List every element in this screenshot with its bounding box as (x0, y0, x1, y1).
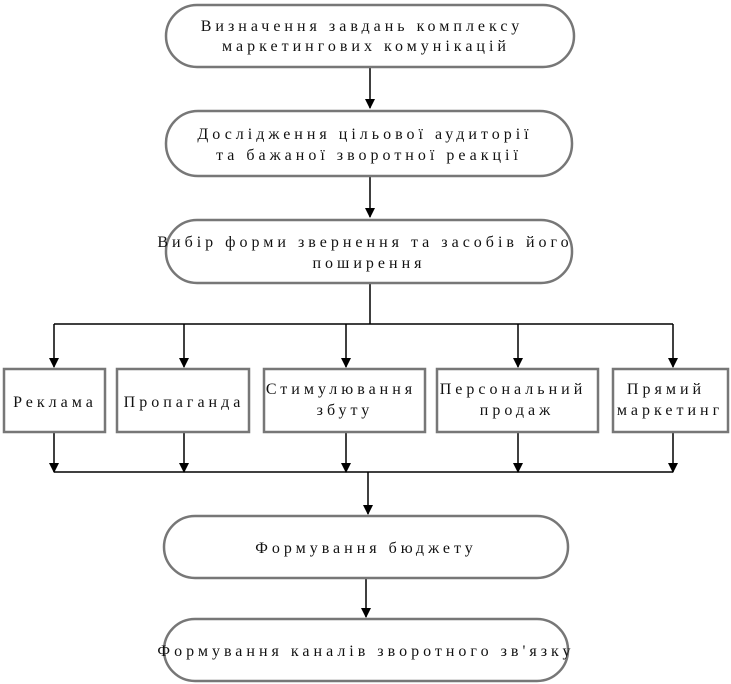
svg-text:Вибір форми звернення та засоб: Вибір форми звернення та засобів його по… (157, 234, 580, 272)
svg-text:Формування каналів зворотного: Формування каналів зворотного зв'язку (157, 643, 574, 660)
node-audience-research: Дослідження цільової аудиторії та бажано… (164, 109, 574, 178)
node-sales-promotion-line-2: збуту (317, 402, 374, 419)
node-choose-form: Вибір форми звернення та засобів його по… (157, 218, 580, 285)
svg-text:Прямий маркетинг: Прямий маркетинг (617, 381, 723, 419)
svg-text:Стимулювання збуту: Стимулювання збуту (266, 381, 424, 419)
svg-text:Дослідження цільової аудиторії: Дослідження цільової аудиторії та бажано… (197, 126, 540, 164)
node-budget-line-1: Формування бюджету (255, 540, 477, 557)
node-sales-promotion-line-1: Стимулювання (266, 381, 416, 398)
node-advertising-line-1: Реклама (13, 394, 97, 411)
node-budget: Формування бюджету (162, 514, 570, 580)
node-direct-marketing: Прямий маркетинг (611, 367, 730, 434)
svg-text:Реклама: Реклама (13, 394, 97, 411)
node-feedback-channels: Формування каналів зворотного зв'язку (157, 617, 574, 683)
svg-text:Визначення завдань комплексу: Визначення завдань комплексу маркетингов… (201, 18, 532, 55)
node-define-tasks-line-1: Визначення завдань комплексу (201, 18, 524, 35)
node-personal-selling: Персональний продаж (435, 367, 600, 434)
connectors (49, 67, 678, 618)
svg-text:Персональний продаж: Персональний продаж (440, 381, 595, 419)
node-define-tasks: Визначення завдань комплексу маркетингов… (164, 3, 576, 69)
node-advertising: Реклама (2, 367, 107, 434)
node-personal-selling-line-1: Персональний (440, 381, 587, 398)
node-choose-form-line-1: Вибір форми звернення та засобів його (157, 234, 572, 251)
node-audience-research-line-1: Дослідження цільової аудиторії (197, 126, 532, 143)
node-direct-marketing-line-1: Прямий (627, 381, 705, 398)
node-choose-form-line-2: поширення (312, 255, 425, 272)
node-sales-promotion: Стимулювання збуту (262, 367, 427, 434)
node-propaganda-line-1: Пропаганда (124, 394, 245, 411)
node-audience-research-line-2: та бажаної зворотної реакції (216, 147, 522, 164)
node-propaganda: Пропаганда (115, 367, 251, 434)
node-direct-marketing-line-2: маркетинг (617, 402, 723, 419)
svg-text:Пропаганда: Пропаганда (124, 394, 245, 411)
svg-text:Формування бюджету: Формування бюджету (255, 540, 477, 557)
node-feedback-channels-line-1: Формування каналів зворотного зв'язку (157, 643, 574, 660)
node-personal-selling-line-2: продаж (480, 402, 554, 419)
node-define-tasks-line-2: маркетингових комунікацій (222, 38, 510, 55)
